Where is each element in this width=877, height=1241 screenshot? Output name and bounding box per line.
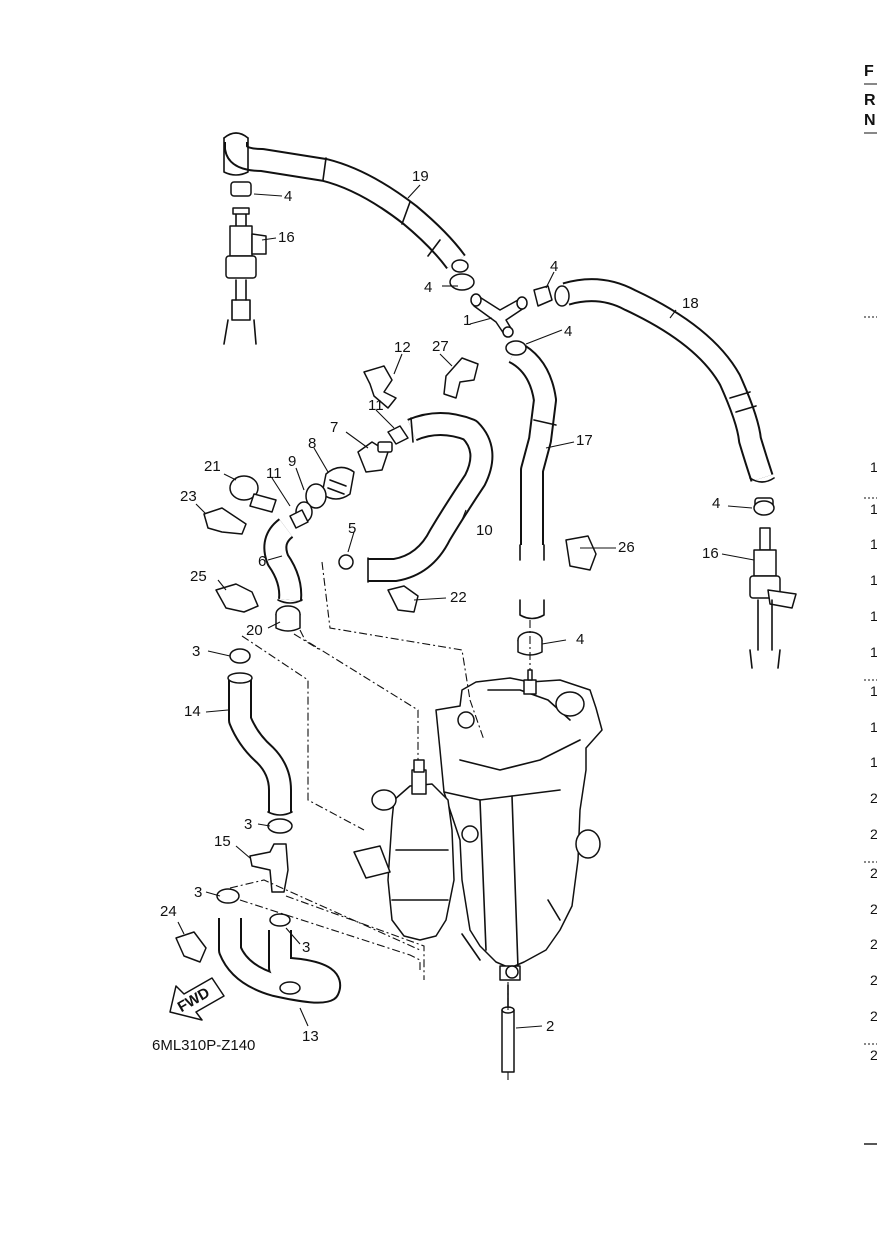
callout-22: 22: [450, 589, 467, 606]
edge-row: 1: [870, 644, 877, 660]
callout-2: 2: [546, 1018, 554, 1035]
callout-13: 13: [302, 1028, 319, 1045]
vapor-separator: [353, 759, 479, 941]
clip-12: [363, 365, 397, 409]
assembly-lines: [229, 561, 531, 1080]
edge-row: 2: [870, 865, 877, 881]
callout-16: 16: [702, 545, 719, 562]
edge-row: 1: [870, 459, 877, 475]
clip-22: [387, 585, 419, 613]
callout-11: 11: [368, 397, 384, 414]
diagram-code: 6ML310P-Z140: [152, 1037, 255, 1054]
callout-6: 6: [258, 553, 266, 570]
edge-row: 2: [870, 972, 877, 988]
callout-12: 12: [394, 339, 411, 356]
edge-row: 1: [870, 572, 877, 588]
callout-4: 4: [424, 279, 432, 296]
clip-26: [565, 535, 597, 571]
callout-1: 1: [463, 312, 471, 329]
callout-3: 3: [244, 816, 252, 833]
callout-21: 21: [204, 458, 221, 475]
callout-23: 23: [180, 488, 197, 505]
edge-row: 2: [870, 1008, 877, 1024]
callout-15: 15: [214, 833, 231, 850]
edge-row: 2: [870, 826, 877, 842]
callout-5: 5: [348, 520, 356, 537]
callout-4: 4: [564, 323, 572, 340]
callout-3: 3: [194, 884, 202, 901]
callout-11: 11: [266, 465, 282, 482]
fwd-arrow: FWD: [169, 977, 225, 1021]
connector-16-right: [749, 497, 797, 669]
callout-4: 4: [550, 258, 558, 275]
hose-13: [218, 918, 342, 1004]
edge-row: 1: [870, 719, 877, 735]
leader-lines: [177, 184, 755, 1029]
hose-19: [223, 132, 469, 273]
t-joint-1: [470, 293, 528, 338]
connector-16-left: [223, 181, 267, 345]
callout-25: 25: [190, 568, 207, 585]
edge-row: 1: [870, 536, 877, 552]
hose-18: [554, 278, 775, 483]
clamp-4-set: [449, 273, 775, 656]
hose-6: [263, 518, 303, 604]
callout-26: 26: [618, 539, 635, 556]
edge-row: 2: [870, 936, 877, 952]
clip-23: [203, 507, 247, 535]
callout-7: 7: [330, 419, 338, 436]
callout-4: 4: [712, 495, 720, 512]
hose-10: [367, 412, 494, 583]
callout-3: 3: [302, 939, 310, 956]
part-5: [338, 554, 354, 570]
callout-16: 16: [278, 229, 295, 246]
callout-27: 27: [432, 338, 449, 355]
callout-4: 4: [576, 631, 584, 648]
edge-row: 1: [870, 608, 877, 624]
edge-row: 2: [870, 901, 877, 917]
fuel-filter-8: [289, 425, 409, 529]
callout-24: 24: [160, 903, 177, 920]
clip-21: [229, 475, 277, 513]
callout-17: 17: [576, 432, 593, 449]
edge-header-f: F: [864, 63, 874, 80]
clip-27: [443, 357, 479, 399]
callout-9: 9: [288, 453, 296, 470]
hose-17: [508, 341, 557, 620]
fuel-pump-assembly: [435, 669, 603, 981]
callout-19: 19: [412, 168, 429, 185]
callout-labels: 1 2 3 3 3 3 4 4 4 4 4 4 5 6 7 8 9 10 11 …: [160, 168, 720, 1045]
edge-row: 2: [870, 1047, 877, 1063]
callout-14: 14: [184, 703, 201, 720]
edge-header-r: R: [864, 92, 876, 109]
clamp-3-set: [216, 648, 293, 927]
callout-18: 18: [682, 295, 699, 312]
edge-row: 2: [870, 790, 877, 806]
callout-20: 20: [246, 622, 263, 639]
joint-15: [249, 843, 289, 893]
callout-8: 8: [308, 435, 316, 452]
edge-header-n: N: [864, 112, 876, 129]
callout-3: 3: [192, 643, 200, 660]
right-edge-table: F R N 1 1 1 1 1 1 1 1 1 2 2 2 2 2 2 2 2: [864, 63, 877, 1145]
callout-10: 10: [476, 522, 493, 539]
hose-14: [227, 672, 293, 816]
clip-24: [175, 931, 207, 963]
edge-row: 1: [870, 754, 877, 770]
edge-row: 1: [870, 501, 877, 517]
callout-4: 4: [284, 188, 292, 205]
edge-row: 1: [870, 683, 877, 699]
clip-20: [275, 605, 301, 632]
clip-25: [215, 583, 259, 613]
